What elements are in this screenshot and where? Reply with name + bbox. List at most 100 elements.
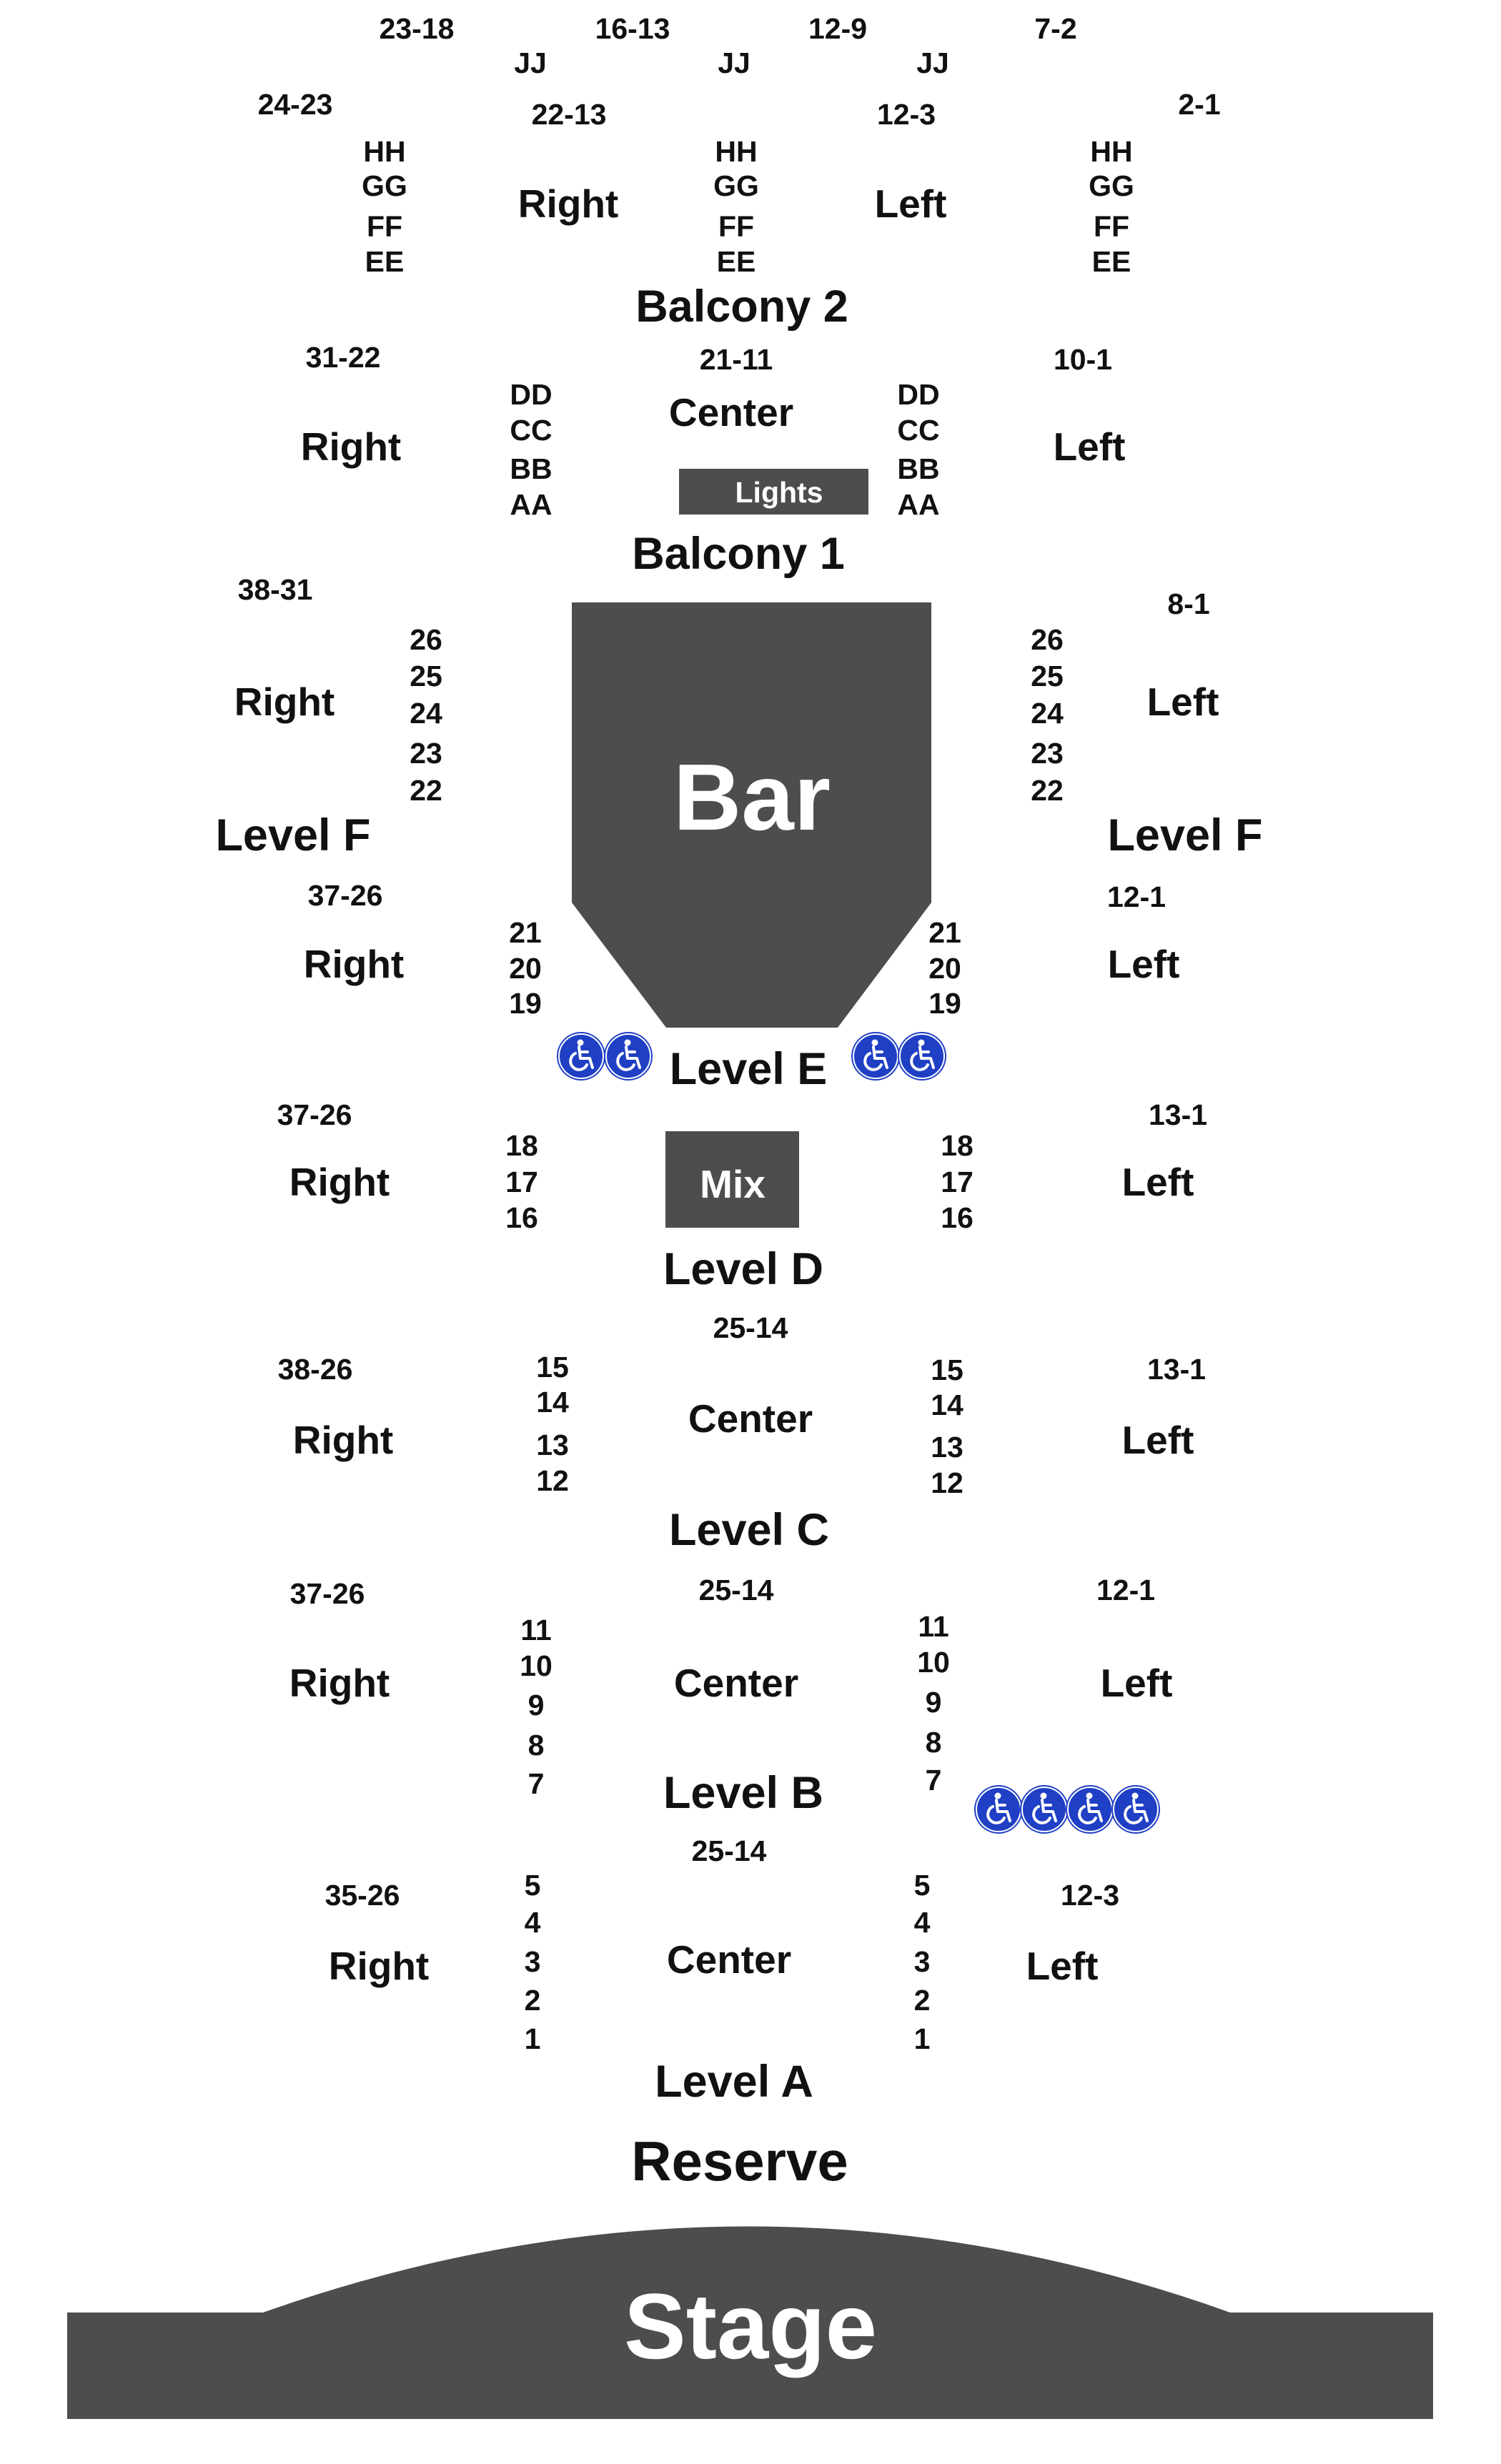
row-label: 26 <box>1031 623 1064 656</box>
row-label: 17 <box>505 1166 538 1198</box>
row-label: 11 <box>918 1610 949 1643</box>
row-label: 12 <box>536 1464 569 1497</box>
reserve-label: Reserve <box>631 2130 848 2192</box>
section-right[interactable]: Right <box>303 942 405 986</box>
section-center[interactable]: Center <box>666 1937 792 1982</box>
row-label: 10 <box>520 1649 553 1682</box>
row-label: 15 <box>931 1353 963 1386</box>
section-range: 12-1 <box>1096 1574 1156 1606</box>
section-range: 7-2 <box>1034 12 1077 45</box>
level-title: Level D <box>663 1244 824 1294</box>
section-left[interactable]: Left <box>1053 424 1126 469</box>
row-label: 14 <box>536 1386 569 1419</box>
section-range: 12-9 <box>808 12 868 45</box>
level-title: Level B <box>663 1768 824 1818</box>
row-label: 25 <box>1031 660 1064 692</box>
row-label: EE <box>365 245 405 278</box>
row-label: 26 <box>410 623 442 656</box>
section-range: 21-11 <box>699 343 773 376</box>
row-label: HH <box>363 135 406 168</box>
section-left[interactable]: Left <box>1146 680 1219 724</box>
row-label: EE <box>1091 245 1131 278</box>
section-range: 8-1 <box>1167 587 1210 620</box>
level-title: Level A <box>655 2057 813 2107</box>
section-left[interactable]: Left <box>874 182 947 226</box>
section-right[interactable]: Right <box>289 1160 390 1204</box>
row-label: 1 <box>524 2022 541 2055</box>
wheelchair-accessible-icon <box>898 1032 946 1081</box>
section-center[interactable]: Center <box>688 1396 813 1441</box>
section-range: 23-18 <box>379 12 455 45</box>
wheelchair-accessible-icon <box>1066 1785 1114 1834</box>
row-label: FF <box>1093 210 1130 243</box>
row-label: 11 <box>520 1614 552 1646</box>
wheelchair-accessible-icon <box>1111 1785 1160 1834</box>
row-label: 20 <box>509 952 542 985</box>
section-range: 38-26 <box>277 1353 353 1386</box>
row-label: 13 <box>931 1431 963 1464</box>
row-label: GG <box>1089 169 1134 202</box>
section-range: 12-3 <box>876 98 936 131</box>
row-label: CC <box>897 414 940 447</box>
row-label: 19 <box>928 987 961 1020</box>
row-label: FF <box>366 210 403 243</box>
section-range: 2-1 <box>1178 88 1221 121</box>
section-range: 24-23 <box>257 88 333 121</box>
row-label: 13 <box>536 1429 569 1461</box>
row-label: 21 <box>509 916 542 949</box>
level-title: Level F <box>215 810 371 860</box>
section-left[interactable]: Left <box>1121 1418 1194 1462</box>
row-label: 5 <box>913 1869 931 1902</box>
row-label: 21 <box>928 916 961 949</box>
section-right[interactable]: Right <box>234 680 335 724</box>
section-right[interactable]: Right <box>328 1944 430 1988</box>
level-title: Balcony 2 <box>635 282 848 332</box>
section-right[interactable]: Right <box>517 182 619 226</box>
section-right[interactable]: Right <box>300 424 402 469</box>
section-left[interactable]: Left <box>1121 1160 1194 1204</box>
section-range: 22-13 <box>531 98 607 131</box>
row-label: CC <box>510 414 553 447</box>
row-label: BB <box>897 452 940 485</box>
row-label: 4 <box>913 1906 931 1939</box>
row-label: HH <box>1090 135 1133 168</box>
row-label: 8 <box>925 1726 942 1759</box>
level-title: Level E <box>669 1044 828 1094</box>
row-label: 15 <box>536 1351 569 1383</box>
wheelchair-accessible-icon <box>604 1032 653 1081</box>
lights-label: Lights <box>735 476 823 509</box>
section-range: 13-1 <box>1148 1098 1208 1131</box>
row-label: 1 <box>913 2022 931 2055</box>
row-label: 19 <box>509 987 542 1020</box>
section-left[interactable]: Left <box>1100 1661 1173 1705</box>
section-left[interactable]: Left <box>1107 942 1180 986</box>
level-title: Balcony 1 <box>632 529 845 579</box>
row-label: BB <box>510 452 553 485</box>
row-label: 23 <box>1031 737 1064 770</box>
section-range: 38-31 <box>237 573 313 606</box>
section-range: 12-3 <box>1060 1879 1120 1912</box>
section-range: 12-1 <box>1106 880 1166 913</box>
section-center[interactable]: Center <box>668 390 794 434</box>
section-right[interactable]: Right <box>292 1418 394 1462</box>
wheelchair-accessible-icon <box>851 1032 900 1081</box>
wheelchair-accessible-icon <box>557 1032 605 1081</box>
section-range: 37-26 <box>277 1098 352 1131</box>
section-left[interactable]: Left <box>1026 1944 1099 1988</box>
row-label: HH <box>715 135 758 168</box>
section-range: 35-26 <box>325 1879 400 1912</box>
section-center[interactable]: Center <box>673 1661 799 1705</box>
section-right[interactable]: Right <box>289 1661 390 1705</box>
row-label: 20 <box>928 952 961 985</box>
section-range: 25-14 <box>713 1311 788 1344</box>
section-range: 16-13 <box>595 12 670 45</box>
mix-block <box>665 1131 799 1228</box>
level-title: Level F <box>1107 810 1263 860</box>
stage-label: Stage <box>623 2274 878 2378</box>
section-range: 10-1 <box>1053 343 1113 376</box>
row-label: 12 <box>931 1466 963 1499</box>
mix-label: Mix <box>700 1162 766 1206</box>
